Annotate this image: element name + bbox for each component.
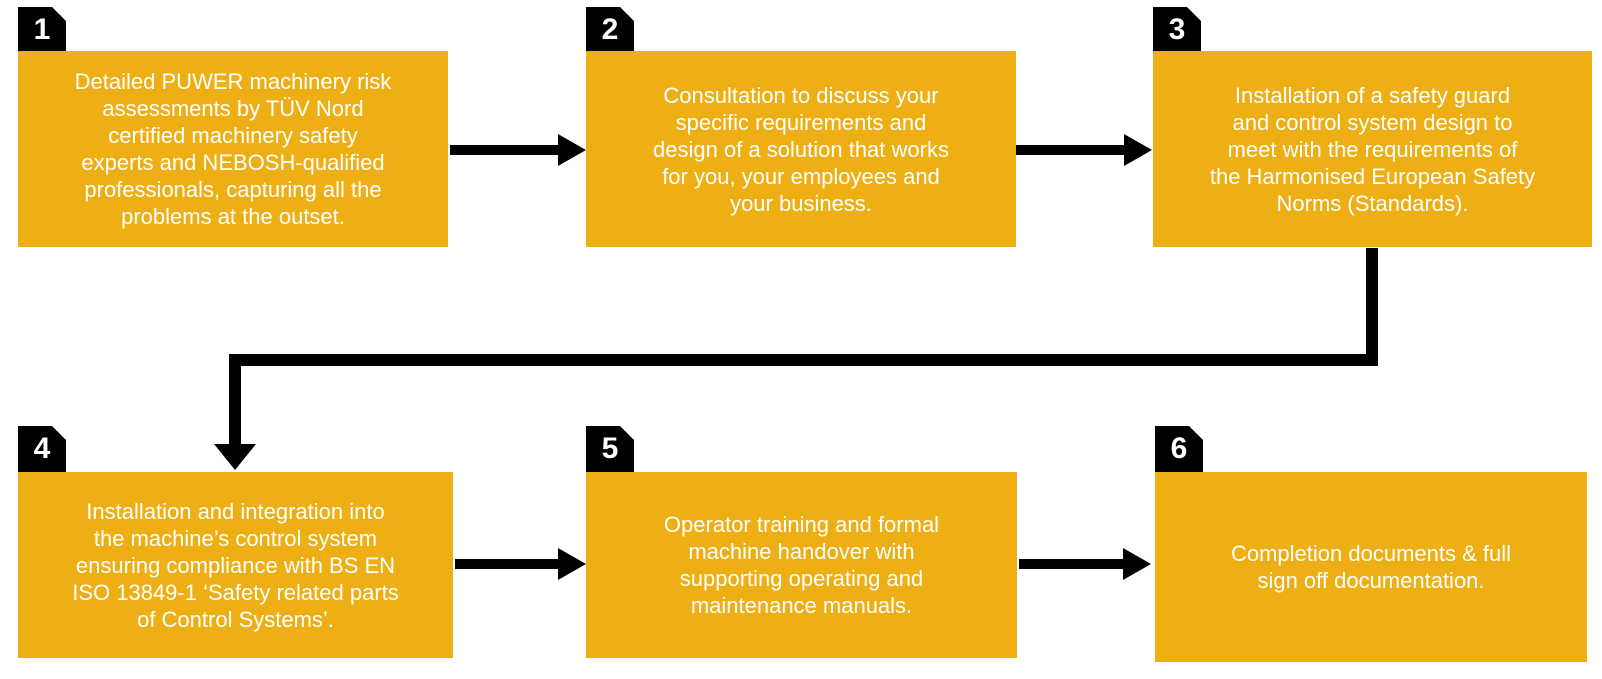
step-4-badge: 4 — [18, 426, 66, 472]
step-2-badge: 2 — [586, 7, 634, 53]
step-1-text: Detailed PUWER machinery risk assessment… — [74, 69, 392, 229]
step-6-box: Completion documents & full sign off doc… — [1155, 472, 1587, 662]
step-2-number: 2 — [601, 13, 619, 46]
step-5-box: Operator training and formal machine han… — [586, 472, 1017, 658]
connector-step4-down-segment — [229, 354, 241, 444]
arrow-shaft — [1016, 145, 1126, 155]
step-1-badge: 1 — [18, 7, 66, 53]
step-6-text: Completion documents & full sign off doc… — [1230, 541, 1512, 593]
arrow-step4-to-step5 — [455, 548, 586, 580]
step-2-box: Consultation to discuss your specific re… — [586, 51, 1016, 247]
arrow-step1-to-step2 — [450, 134, 586, 166]
step-6-badge: 6 — [1155, 426, 1203, 472]
step-3-text: Installation of a safety guard and contr… — [1209, 82, 1536, 216]
step-3-number: 3 — [1168, 13, 1186, 46]
step-5-text: Operator training and formal machine han… — [663, 512, 940, 618]
arrow-shaft — [1019, 559, 1125, 569]
connector-step3-down-segment — [1366, 248, 1378, 366]
step-2-text: Consultation to discuss your specific re… — [653, 82, 949, 216]
step-1-number: 1 — [33, 13, 51, 46]
arrow-shaft — [450, 145, 560, 155]
step-1-box: Detailed PUWER machinery risk assessment… — [18, 51, 448, 247]
step-3-badge: 3 — [1153, 7, 1201, 53]
arrow-head-right-icon — [558, 134, 586, 166]
step-5-badge: 5 — [586, 426, 634, 472]
step-3-box: Installation of a safety guard and contr… — [1153, 51, 1592, 247]
arrow-shaft — [455, 559, 560, 569]
step-4-number: 4 — [33, 432, 51, 465]
arrow-head-right-icon — [1123, 548, 1151, 580]
arrow-step2-to-step3 — [1016, 134, 1152, 166]
step-5-number: 5 — [601, 432, 619, 465]
step-4-box: Installation and integration into the ma… — [18, 472, 453, 658]
arrow-head-right-icon — [1124, 134, 1152, 166]
step-4-text: Installation and integration into the ma… — [72, 498, 399, 632]
step-6-number: 6 — [1170, 432, 1188, 465]
arrow-head-down-icon — [214, 444, 256, 470]
connector-horizontal-segment — [229, 354, 1378, 366]
arrow-step5-to-step6 — [1019, 548, 1151, 580]
arrow-head-right-icon — [558, 548, 586, 580]
